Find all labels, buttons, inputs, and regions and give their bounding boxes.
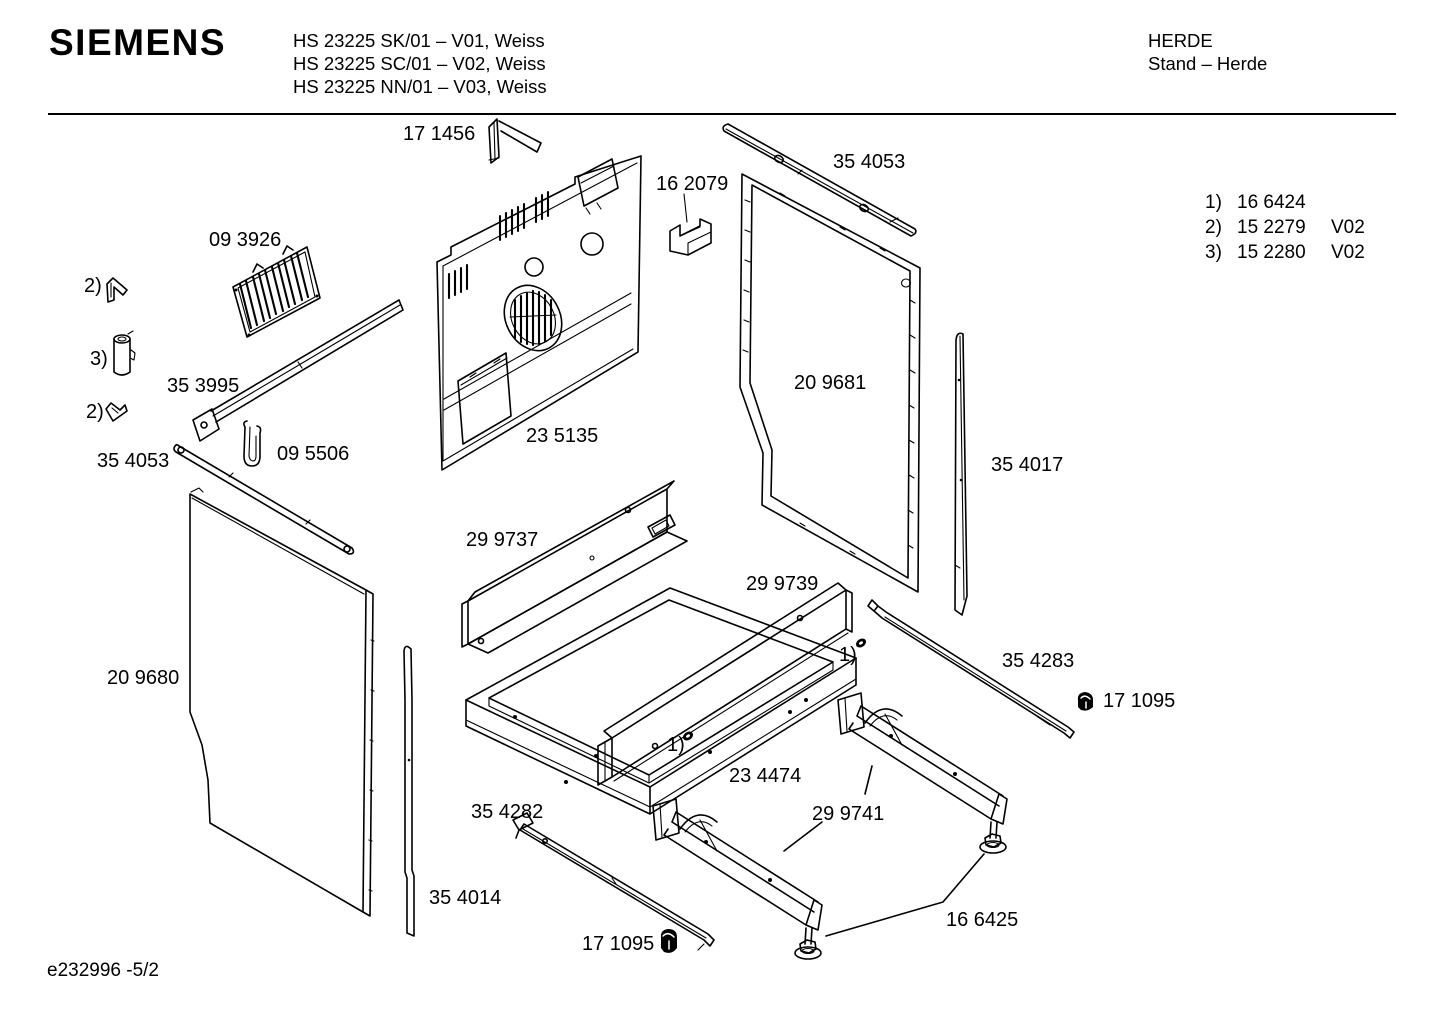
part-sleeve-3 [113, 330, 136, 376]
part-foot-16-6425-right [979, 821, 1007, 854]
legend-variant: V02 [1331, 242, 1365, 263]
category-subtitle: Stand – Herde [1148, 53, 1268, 74]
leader-29-9741-lower [783, 821, 823, 852]
part-side-panel-20-9680 [189, 487, 375, 917]
part-base-frame-23-4474 [465, 587, 857, 815]
brand-logo: SIEMENS [49, 22, 227, 63]
legend-row: 1) 16 6424 [1205, 190, 1365, 215]
part-label-29-9739: 29 9739 [746, 573, 818, 595]
legend-part: 15 2279 [1237, 217, 1306, 238]
part-label-35-4014: 35 4014 [429, 887, 501, 909]
part-label-35-4282: 35 4282 [471, 801, 543, 823]
header-divider [48, 113, 1396, 115]
leader-29-9741-upper [864, 765, 873, 795]
document-number: e232996 -5/2 [47, 960, 159, 981]
part-label-16-6425: 16 6425 [946, 909, 1018, 931]
part-clip-17-1095-right [1077, 692, 1093, 711]
model-line: HS 23225 NN/01 – V03, Weiss [293, 76, 547, 97]
category-title: HERDE [1148, 30, 1213, 51]
part-strip-35-4017 [954, 332, 968, 616]
part-label-17-1095-right: 17 1095 [1103, 690, 1175, 712]
legend-row: 2) 15 2279 V02 [1205, 215, 1365, 240]
part-rail-35-4282 [512, 812, 715, 951]
part-rail-35-3995 [192, 299, 404, 442]
part-channel-29-9737 [461, 480, 688, 654]
part-transport-rail-29-9741-left [652, 798, 823, 931]
part-label-16-2079: 16 2079 [656, 173, 728, 195]
model-list: HS 23225 SK/01 – V01, Weiss HS 23225 SC/… [293, 29, 547, 98]
part-label-17-1095-bottom: 17 1095 [582, 933, 654, 955]
part-label-23-4474: 23 4474 [729, 765, 801, 787]
part-label-23-5135: 23 5135 [526, 425, 598, 447]
reference-legend: 1) 16 6424 2) 15 2279 V02 3) 15 2280 V02 [1205, 190, 1365, 265]
part-side-frame-20-9681 [739, 173, 921, 593]
part-label-29-9737: 29 9737 [466, 529, 538, 551]
part-transport-rail-29-9741-right [837, 692, 1008, 825]
part-label-20-9680: 20 9680 [107, 667, 179, 689]
legend-part: 15 2280 [1237, 242, 1306, 263]
model-line: HS 23225 SC/01 – V02, Weiss [293, 53, 546, 74]
part-vent-grille-09-3926 [232, 245, 321, 338]
part-duct-bracket-16-2079 [669, 193, 712, 256]
legend-ref: 1) [1205, 192, 1222, 213]
part-label-09-5506: 09 5506 [277, 443, 349, 465]
part-label-29-9741: 29 9741 [812, 803, 884, 825]
part-top-rail-35-4053 [722, 123, 917, 237]
legend-part: 16 6424 [1237, 192, 1306, 213]
category-block: HERDE Stand – Herde [1148, 29, 1267, 75]
ref-label-2a: 2) [84, 275, 102, 297]
legend-variant: V02 [1331, 217, 1365, 238]
part-label-35-4017: 35 4017 [991, 454, 1063, 476]
part-label-35-4053-left: 35 4053 [97, 450, 169, 472]
part-wire-hook-09-5506 [243, 420, 262, 467]
part-label-17-1456: 17 1456 [403, 123, 475, 145]
ref-label-3: 3) [90, 348, 108, 370]
part-label-35-4283: 35 4283 [1002, 650, 1074, 672]
part-rail-35-4283 [867, 599, 1075, 739]
part-left-rail-35-4053 [173, 443, 355, 555]
part-back-panel-23-5135 [436, 155, 642, 471]
part-foot-16-6425-left [794, 927, 822, 960]
part-strip-35-4014 [403, 645, 415, 937]
part-clip-17-1095-bottom [660, 929, 677, 953]
legend-ref: 3) [1205, 242, 1222, 263]
screw-ref-glyph-b [682, 731, 694, 741]
part-label-09-3926: 09 3926 [209, 229, 281, 251]
screw-ref-glyph-a [855, 638, 867, 648]
part-label-35-4053-top: 35 4053 [833, 151, 905, 173]
part-cross-channel-29-9739 [597, 582, 853, 786]
leader-line-16-2079 [683, 193, 688, 223]
part-label-35-3995: 35 3995 [167, 375, 239, 397]
ref-label-1a: 1) [839, 644, 857, 666]
part-label-20-9681: 20 9681 [794, 372, 866, 394]
part-small-bracket-2b [105, 402, 128, 422]
ref-label-1b: 1) [667, 734, 685, 756]
part-corner-bracket-17-1456 [488, 118, 542, 164]
ref-label-2b: 2) [86, 401, 104, 423]
leader-16-6425 [825, 853, 985, 937]
model-line: HS 23225 SK/01 – V01, Weiss [293, 30, 545, 51]
part-small-bracket-2a [106, 277, 128, 303]
leader-lines [783, 765, 985, 937]
legend-ref: 2) [1205, 217, 1222, 238]
legend-row: 3) 15 2280 V02 [1205, 240, 1365, 265]
